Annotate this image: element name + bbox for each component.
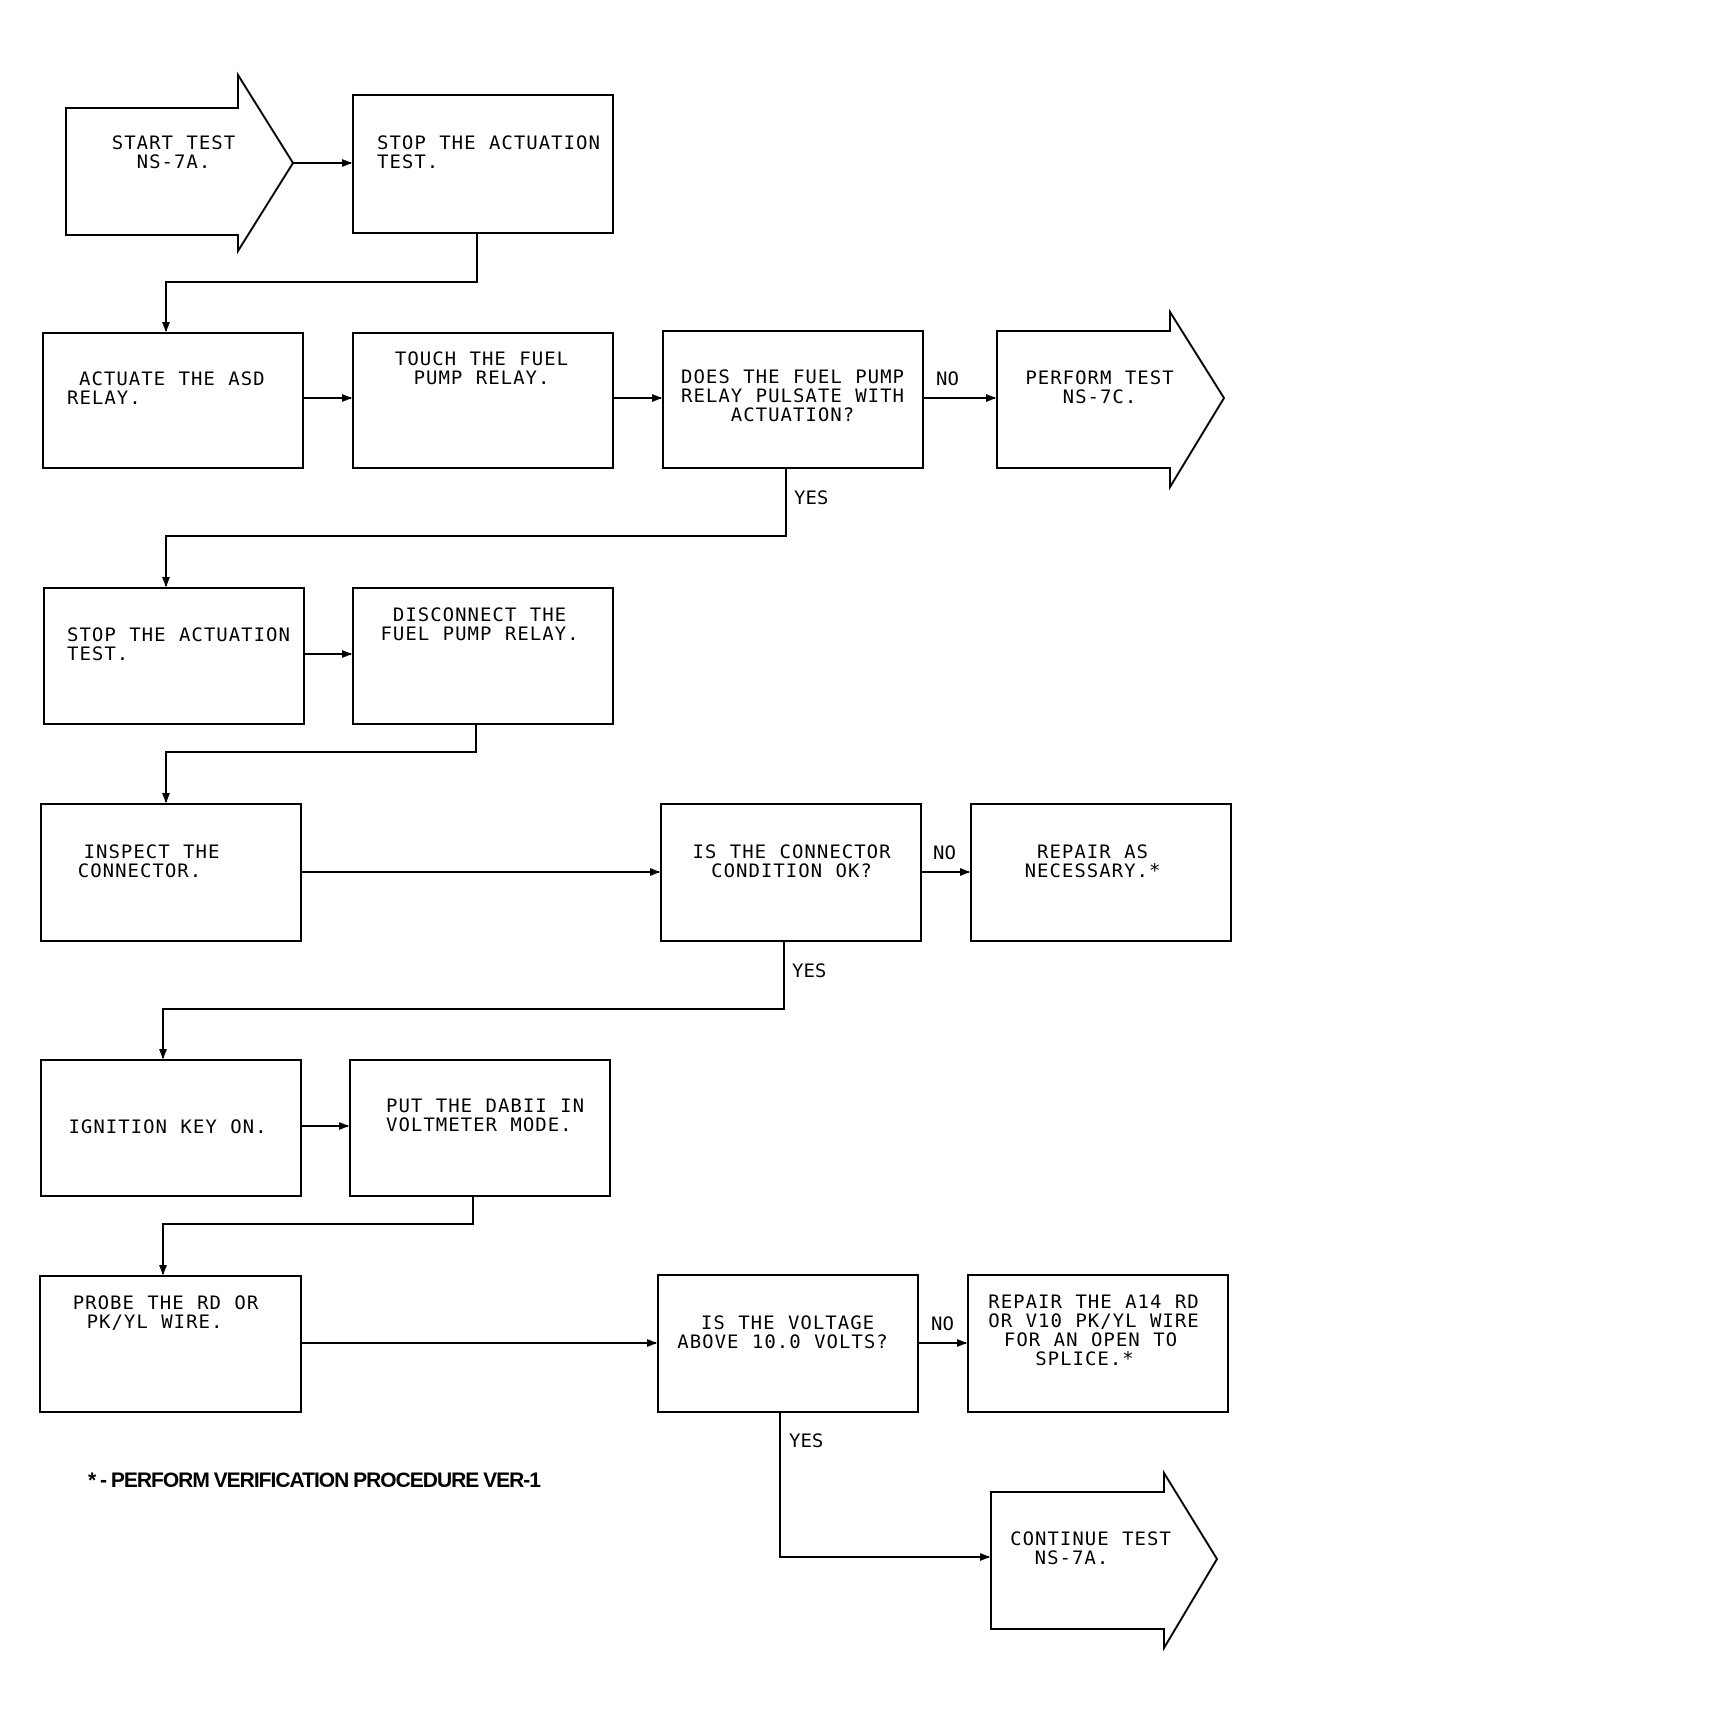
edge-labels: NO YES NO YES NO YES xyxy=(789,368,959,1452)
node-text-line: REPAIR AS xyxy=(1037,841,1149,863)
node-text-line: PERFORM TEST xyxy=(1025,367,1174,389)
node-text-line: IS THE CONNECTOR xyxy=(692,841,891,863)
node-text-line: RELAY PULSATE WITH xyxy=(681,385,905,407)
node-text-line: NS-7C. xyxy=(1063,386,1138,408)
node-text-line: PK/YL WIRE. xyxy=(87,1311,224,1333)
node-ignition-key-on: IGNITION KEY ON. xyxy=(40,1059,302,1197)
node-text-line: CONTINUE TEST xyxy=(1010,1528,1172,1550)
label-no-connector: NO xyxy=(933,842,956,864)
node-text-line: STOP THE ACTUATION xyxy=(67,624,291,646)
edge-connector-yes xyxy=(159,941,785,1059)
connectors xyxy=(159,159,996,1561)
node-text-line: IS THE VOLTAGE xyxy=(701,1312,875,1334)
label-no-voltage: NO xyxy=(931,1313,954,1335)
node-text-line: TEST. xyxy=(377,151,439,173)
label-yes-pulsate: YES xyxy=(794,487,828,509)
edge-stop-to-actuate xyxy=(162,233,478,332)
node-text-line: FOR AN OPEN TO xyxy=(1004,1329,1178,1351)
node-text-line: PROBE THE RD OR xyxy=(73,1292,260,1314)
node-text-line: DOES THE FUEL PUMP xyxy=(681,366,905,388)
svg-text:IGNITION KEY ON.: IGNITION KEY ON. xyxy=(68,1116,267,1138)
node-text-line: NS-7A. xyxy=(1035,1547,1110,1569)
edge-disconnect-to-inspect xyxy=(162,724,477,803)
node-text-line: IGNITION KEY ON. xyxy=(68,1116,267,1138)
node-text-line: PUMP RELAY. xyxy=(414,367,551,389)
node-text-line: CONNECTOR. xyxy=(78,860,202,882)
node-text-line: TEST. xyxy=(67,643,129,665)
node-text-line: ACTUATION? xyxy=(731,404,855,426)
node-text-line: INSPECT THE xyxy=(84,841,221,863)
edge-voltage-yes xyxy=(779,1412,990,1561)
node-text-line: PUT THE DABII IN xyxy=(386,1095,585,1117)
label-yes-connector: YES xyxy=(792,960,826,982)
edge-dabii-to-probe xyxy=(159,1196,474,1275)
node-text-line: ACTUATE THE ASD xyxy=(79,368,266,390)
node-text-line: VOLTMETER MODE. xyxy=(386,1114,573,1136)
node-text-line: NECESSARY.* xyxy=(1025,860,1162,882)
node-text-line: STOP THE ACTUATION xyxy=(377,132,601,154)
node-text-line: CONDITION OK? xyxy=(711,860,873,882)
node-text-line: START TEST xyxy=(112,132,236,154)
label-no-pulsate: NO xyxy=(936,368,959,390)
node-text-line: DISCONNECT THE xyxy=(393,604,567,626)
node-text-line: FUEL PUMP RELAY. xyxy=(380,623,579,645)
node-text-line: NS-7A. xyxy=(137,151,212,173)
node-text-line: ABOVE 10.0 VOLTS? xyxy=(677,1331,888,1353)
node-text-line: REPAIR THE A14 RD xyxy=(988,1291,1199,1313)
label-yes-voltage: YES xyxy=(789,1430,823,1452)
footnote: * - PERFORM VERIFICATION PROCEDURE VER-1 xyxy=(88,1469,541,1492)
node-text-line: TOUCH THE FUEL xyxy=(395,348,569,370)
node-text-line: RELAY. xyxy=(67,387,142,409)
node-text-line: SPLICE.* xyxy=(1035,1348,1135,1370)
node-text-line: OR V10 PK/YL WIRE xyxy=(988,1310,1199,1332)
edge-pulsate-yes xyxy=(162,468,787,587)
